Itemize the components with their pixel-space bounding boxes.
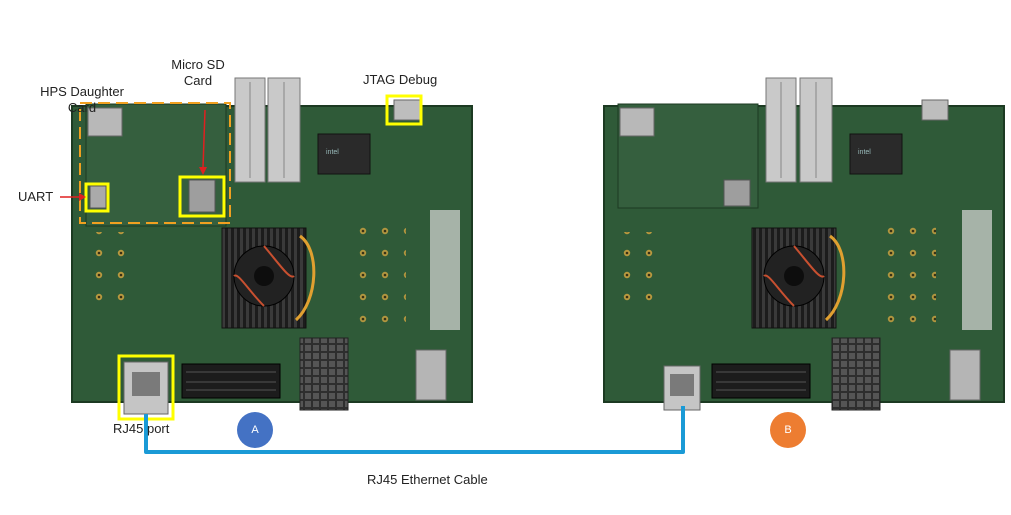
micro-sd-pointer-arrow	[199, 109, 207, 175]
fpga-chip-b	[849, 133, 903, 175]
rj45-secondary-b	[949, 349, 981, 401]
daughter-card-ethernet-a	[87, 107, 123, 137]
uart-highlight	[84, 182, 110, 213]
label-micro-sd-card: Micro SD Card	[171, 57, 225, 88]
jtag-highlight	[385, 94, 423, 126]
micro-sd-slot-a	[188, 179, 216, 213]
jtag-connector-a	[393, 99, 421, 121]
label-jtag-debug: JTAG Debug	[363, 72, 438, 87]
rj45-secondary-a	[415, 349, 447, 401]
fpga-board-a: intel	[71, 77, 473, 415]
uart-connector-a	[89, 185, 107, 209]
board-badge-b: B	[770, 412, 806, 448]
label-uart: UART	[18, 189, 54, 204]
fmc-connector-b	[711, 363, 811, 399]
fpga-board-b: intel	[603, 77, 1005, 411]
chip-brand-a: intel	[326, 149, 339, 156]
uart-pointer-arrow	[60, 193, 86, 201]
label-rj45-port: RJ45 port	[113, 421, 170, 436]
chip-brand-b: intel	[858, 149, 871, 156]
qsfp-connector-a	[299, 337, 349, 411]
fmc-connector-a	[181, 363, 281, 399]
right-header-a	[430, 210, 460, 330]
label-hps-daughter-card: HPS Daughter Card	[40, 84, 124, 115]
label-rj45-ethernet-cable: RJ45 Ethernet Cable	[367, 472, 488, 487]
daughter-card-outline	[79, 102, 231, 224]
fpga-chip-a	[317, 133, 371, 175]
jtag-connector-b	[921, 99, 949, 121]
rj45-ethernet-cable	[144, 406, 685, 454]
board-badge-a: A	[237, 412, 273, 448]
qsfp-connector-b	[831, 337, 881, 411]
micro-sd-slot-b	[723, 179, 751, 207]
micro-sd-highlight	[178, 175, 226, 218]
